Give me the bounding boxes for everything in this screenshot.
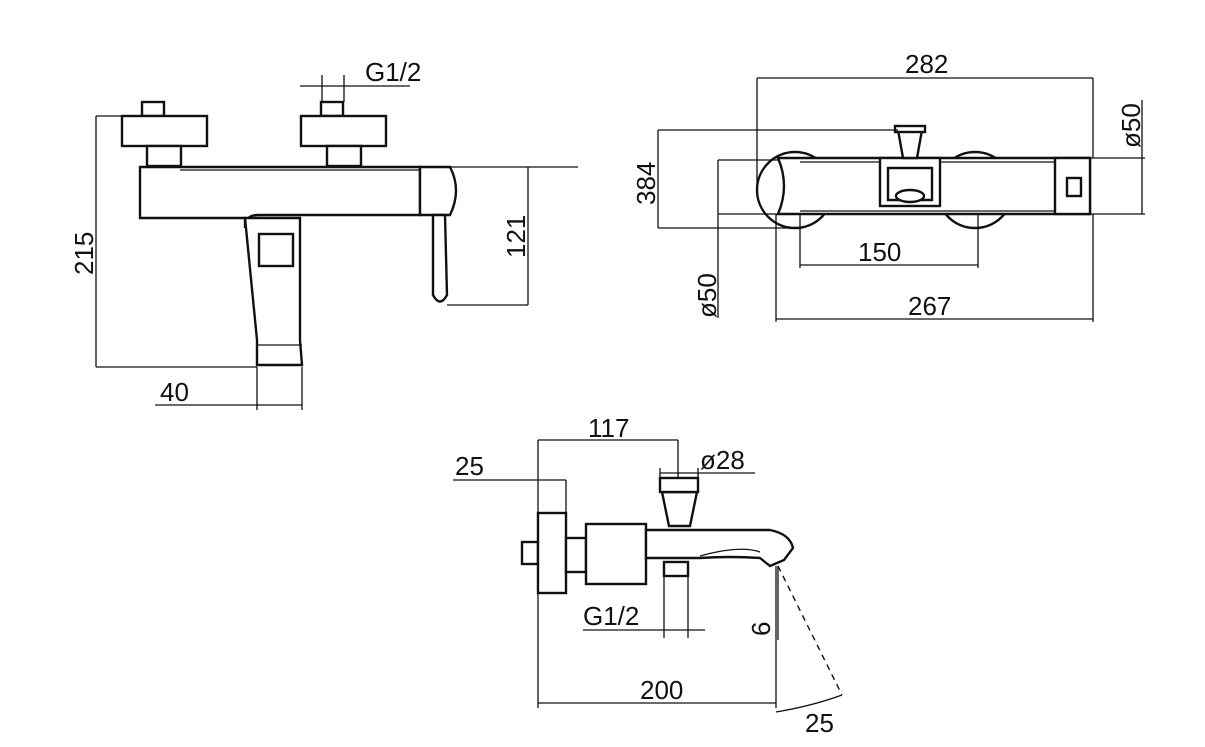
front-height-label: 215 [69, 232, 99, 275]
side-projection-label: 200 [640, 675, 683, 705]
side-body [584, 522, 648, 586]
left-handle-knob [140, 100, 166, 118]
top-width-label: 282 [905, 49, 948, 79]
side-nut [564, 536, 588, 574]
side-outlet-gap-label: 6 [746, 622, 776, 636]
left-nut [145, 144, 183, 168]
lever-collar [418, 165, 458, 217]
side-knob-diameter-label: ø28 [700, 445, 745, 475]
top-center-knob [896, 128, 924, 160]
side-spout [644, 528, 795, 568]
right-handle-cap [299, 114, 388, 148]
side-angle-label: 25 [805, 708, 834, 738]
front-depth-label: 40 [160, 377, 189, 407]
top-body-diameter-label: ø50 [1116, 103, 1146, 148]
side-top-knob [660, 490, 699, 528]
top-view: 282 384 ø50 150 ø50 267 [631, 49, 1146, 322]
front-thread-label: G1/2 [365, 57, 421, 87]
right-handle-knob [319, 100, 345, 118]
top-depth-label: 384 [631, 162, 661, 205]
right-nut [325, 144, 363, 168]
side-wall-offset-label: 25 [455, 451, 484, 481]
diverter-button [257, 232, 295, 268]
left-handle-cap [120, 114, 209, 148]
top-length-label: 267 [908, 291, 951, 321]
side-thread-label: G1/2 [583, 601, 639, 631]
side-bottom-connector [662, 560, 690, 578]
side-spout-offset-label: 117 [588, 413, 629, 443]
top-center-distance-label: 150 [858, 237, 901, 267]
side-wall-knob [520, 540, 540, 566]
top-escutcheon-diameter-label: ø50 [692, 273, 722, 318]
lever-handle [431, 213, 449, 303]
side-view: 117 ø28 25 G1/2 6 200 25 [453, 413, 843, 738]
front-outlet-height-label: 121 [501, 215, 531, 258]
front-view: G1/2 215 121 40 [69, 57, 578, 410]
side-escutcheon [536, 511, 568, 595]
top-end-button [1065, 176, 1083, 198]
